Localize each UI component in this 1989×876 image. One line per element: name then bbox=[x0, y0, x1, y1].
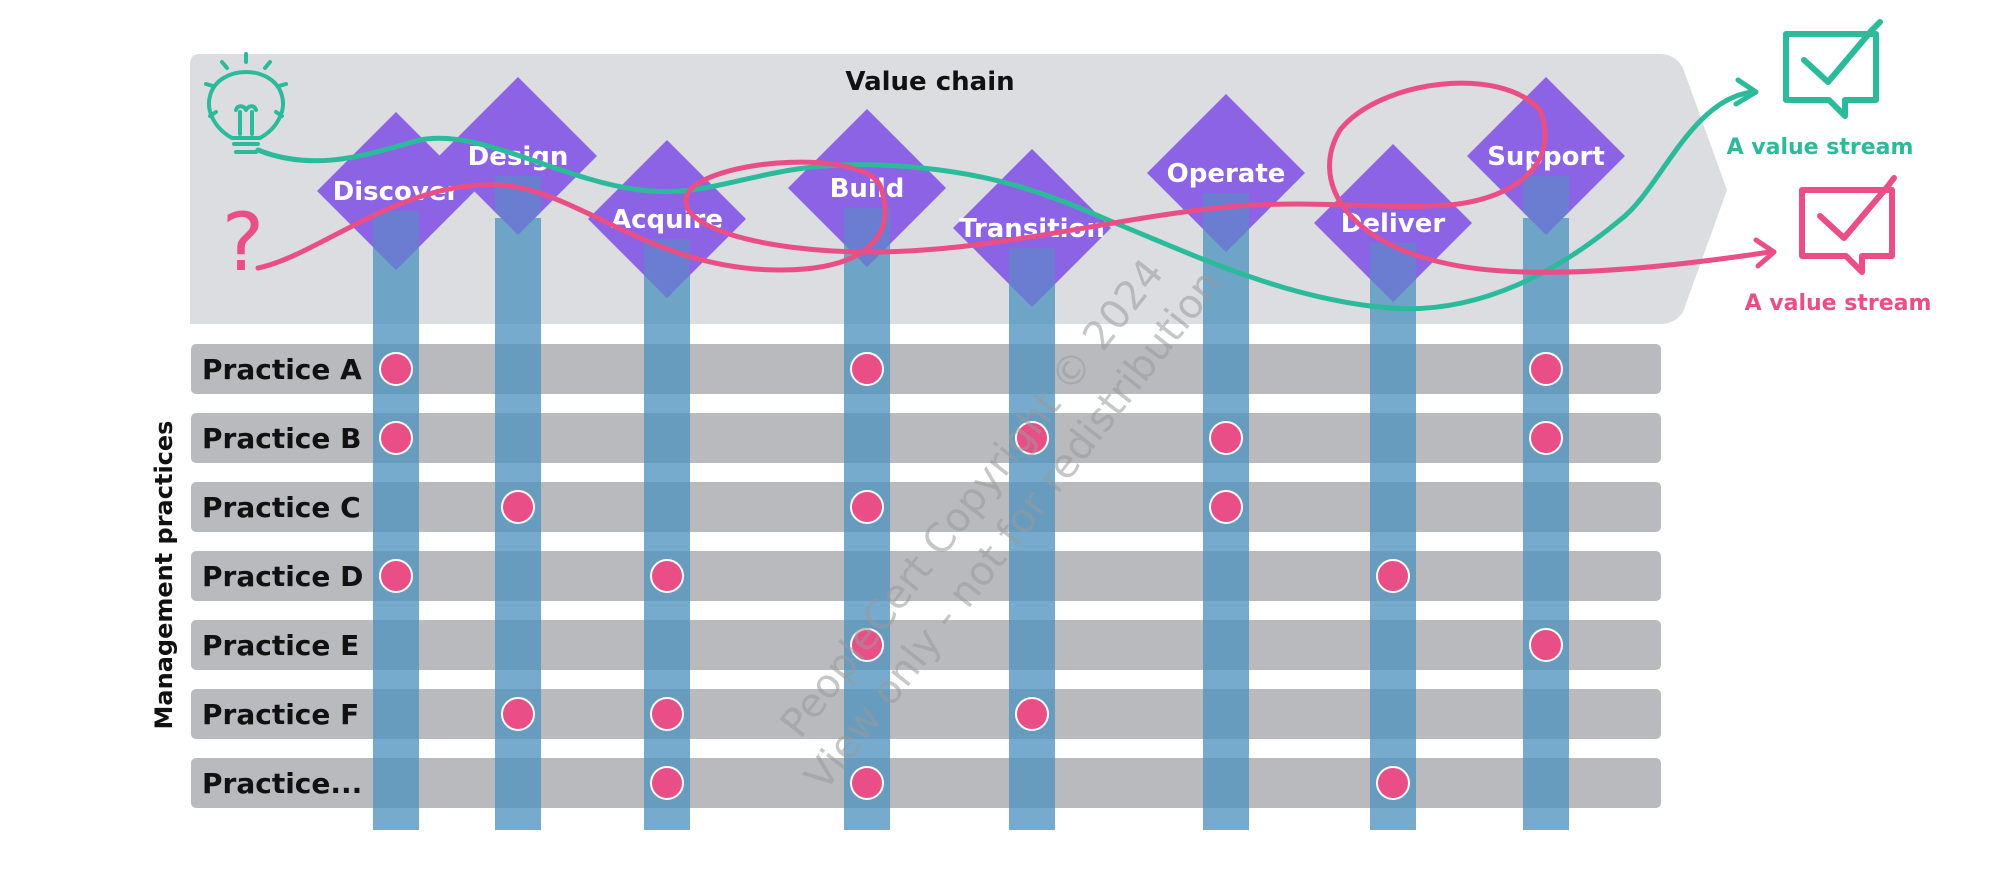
practice-row-practice: Practice... bbox=[191, 758, 1661, 808]
practice-label: Practice C bbox=[202, 491, 361, 524]
activity-diamond bbox=[317, 112, 475, 270]
practice-label: Practice F bbox=[202, 698, 359, 731]
activity-column-discover bbox=[373, 218, 419, 830]
activity-column-support bbox=[1523, 218, 1569, 830]
practice-bar bbox=[191, 344, 1661, 394]
intersection-dot-practice-f-transition bbox=[1015, 697, 1049, 731]
intersection-dot-practice-acquire bbox=[650, 766, 684, 800]
intersection-dots bbox=[379, 352, 1563, 800]
axis-label-management-practices: Management practices bbox=[150, 421, 178, 730]
practice-label: Practice D bbox=[202, 560, 363, 593]
pink-arrowhead bbox=[1753, 237, 1777, 269]
lightbulb-icon bbox=[204, 52, 288, 154]
teal-arrowhead bbox=[1733, 77, 1759, 107]
activity-diamond bbox=[1467, 77, 1625, 235]
activity-diamond bbox=[788, 109, 946, 267]
question-mark-icon: ? bbox=[222, 196, 264, 289]
practice-label: Practice... bbox=[202, 767, 362, 800]
practice-label: Practice A bbox=[202, 353, 362, 386]
practice-row-practice-e: Practice E bbox=[191, 620, 1661, 670]
activity-support: Support bbox=[1467, 77, 1625, 235]
intersection-dot-practice-a-support bbox=[1529, 352, 1563, 386]
intersection-dot-practice-b-operate bbox=[1209, 421, 1243, 455]
practice-bars: Practice A Practice B Practice C Practice D… bbox=[191, 344, 1661, 808]
teal-value-stream-line bbox=[255, 89, 1755, 312]
practice-row-practice-d: Practice D bbox=[191, 551, 1661, 601]
teal-value-stream-label: A value stream bbox=[1727, 135, 1914, 160]
activity-column-overlap bbox=[1523, 176, 1569, 235]
activity-diamond bbox=[953, 149, 1111, 307]
intersection-dot-practice-a-build bbox=[850, 352, 884, 386]
intersection-dot-practice-b-discover bbox=[379, 421, 413, 455]
intersection-dot-practice-e-build bbox=[850, 628, 884, 662]
intersection-dot-practice-f-acquire bbox=[650, 697, 684, 731]
intersection-dot-practice-f-design bbox=[501, 697, 535, 731]
practice-bar bbox=[191, 689, 1661, 739]
checked-speech-bubble-icon bbox=[1799, 175, 1897, 275]
practice-bar bbox=[191, 551, 1661, 601]
intersection-dot-practice-e-support bbox=[1529, 628, 1563, 662]
intersection-dot-practice-b-support bbox=[1529, 421, 1563, 455]
activity-column-acquire bbox=[644, 218, 690, 830]
intersection-dot-practice-build bbox=[850, 766, 884, 800]
practice-bar bbox=[191, 413, 1661, 463]
intersection-dot-practice-deliver bbox=[1376, 766, 1410, 800]
intersection-dot-practice-c-build bbox=[850, 490, 884, 524]
pink-value-stream-label: A value stream bbox=[1745, 291, 1932, 316]
value-chain-band bbox=[190, 54, 1727, 324]
practice-row-practice-f: Practice F bbox=[191, 689, 1661, 739]
practice-row-practice-c: Practice C bbox=[191, 482, 1661, 532]
practice-label: Practice E bbox=[202, 629, 359, 662]
practice-bar bbox=[191, 482, 1661, 532]
activity-label: Operate bbox=[1167, 159, 1286, 189]
activity-column-overlap bbox=[373, 211, 419, 270]
activity-build: Build bbox=[788, 109, 946, 267]
activity-label: Acquire bbox=[611, 205, 723, 235]
intersection-dot-practice-c-design bbox=[501, 490, 535, 524]
practice-bar bbox=[191, 620, 1661, 670]
activity-column-overlap bbox=[1370, 243, 1416, 302]
intersection-dot-practice-a-discover bbox=[379, 352, 413, 386]
activity-column-deliver bbox=[1370, 218, 1416, 830]
checked-speech-bubble-icon bbox=[1783, 19, 1883, 119]
pink-value-stream-line bbox=[255, 80, 1773, 275]
practice-bar bbox=[191, 758, 1661, 808]
practice-row-practice-a: Practice A bbox=[191, 344, 1661, 394]
practice-row-practice-b: Practice B bbox=[191, 413, 1661, 463]
value-chain-title: Value chain bbox=[845, 67, 1014, 97]
intersection-dot-practice-c-operate bbox=[1209, 490, 1243, 524]
intersection-dot-practice-d-discover bbox=[379, 559, 413, 593]
practice-label: Practice B bbox=[202, 422, 361, 455]
intersection-dot-practice-d-acquire bbox=[650, 559, 684, 593]
activity-column-overlap bbox=[1009, 248, 1055, 307]
intersection-dot-practice-d-deliver bbox=[1376, 559, 1410, 593]
intersection-dot-practice-b-transition bbox=[1015, 421, 1049, 455]
activity-label: Build bbox=[830, 174, 905, 204]
